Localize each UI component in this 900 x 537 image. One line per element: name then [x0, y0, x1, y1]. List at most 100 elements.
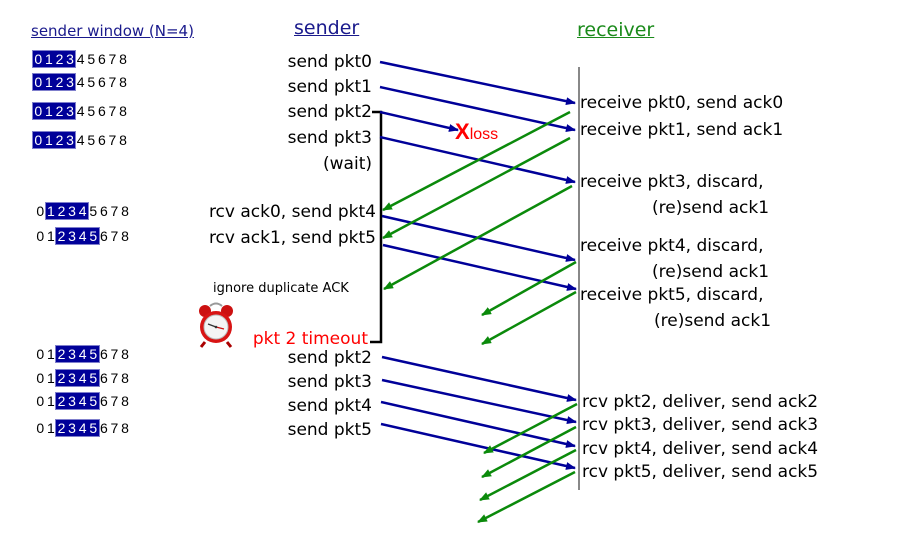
sequence-number: 7: [108, 74, 117, 90]
receiver-event: receive pkt5, discard,: [580, 285, 764, 305]
sequence-number: 8: [119, 103, 127, 119]
sequence-number: 5: [89, 203, 98, 219]
sequence-number: 2: [57, 346, 66, 362]
ignore-duplicate-ack-note: ignore duplicate ACK: [213, 281, 349, 296]
sequence-number: 1: [46, 203, 55, 219]
sequence-number: 4: [78, 228, 87, 244]
sequence-number: 4: [76, 132, 85, 148]
sequence-number: 6: [99, 370, 108, 386]
packet-arrow-pkt3-resend: [381, 378, 577, 425]
ack-arrow-ack1-dup: [481, 260, 577, 317]
packet-arrow-pkt5-resend: [380, 422, 576, 470]
sequence-number: 3: [68, 346, 76, 362]
ack-arrow-ack4: [479, 448, 577, 502]
sequence-number: 4: [78, 420, 87, 436]
loss-label: loss: [469, 126, 499, 143]
receiver-event: receive pkt1, send ack1: [580, 120, 784, 140]
sequence-number: 0: [34, 132, 43, 148]
receiver-title: receiver: [577, 19, 655, 41]
sequence-number: 3: [68, 420, 76, 436]
sequence-number: 2: [57, 203, 66, 219]
packet-arrow-pkt0: [379, 60, 576, 106]
sequence-number: 5: [89, 370, 98, 386]
sequence-number: 1: [44, 74, 53, 90]
sequence-number: 5: [87, 103, 96, 119]
sequence-number: 8: [121, 370, 129, 386]
sequence-number: 5: [87, 74, 96, 90]
sequence-number: 8: [119, 132, 127, 148]
sequence-number: 7: [108, 51, 117, 67]
sequence-number: 8: [121, 346, 129, 362]
receiver-event-cont: (re)send ack1: [652, 262, 770, 282]
alarm-clock-icon: [196, 302, 236, 348]
loss-marker: Xloss: [455, 119, 498, 145]
sequence-number: 0: [36, 420, 45, 436]
sequence-number: 3: [66, 74, 74, 90]
receiver-event-cont: (re)send ack1: [654, 311, 772, 331]
sender-event: send pkt3: [287, 128, 372, 148]
sequence-number: 8: [121, 228, 129, 244]
sequence-number: 4: [76, 103, 85, 119]
sequence-number: 1: [46, 420, 55, 436]
packet-arrow-pkt4-resend: [380, 400, 576, 448]
sequence-number: 6: [97, 132, 106, 148]
sequence-number: 4: [78, 393, 87, 409]
sequence-number: 7: [110, 203, 119, 219]
ack-arrow-ack3: [481, 425, 577, 479]
ack-arrow-ack5: [477, 470, 576, 524]
sequence-number: 7: [108, 103, 117, 119]
ack-arrow-ack1-dup: [383, 184, 573, 291]
sequence-number: 1: [44, 51, 53, 67]
sequence-number: 8: [119, 74, 127, 90]
sequence-number: 2: [55, 132, 64, 148]
receiver-event: receive pkt4, discard,: [580, 236, 764, 256]
sequence-number: 3: [66, 51, 74, 67]
sequence-number: 3: [68, 370, 76, 386]
sequence-number: 4: [78, 203, 87, 219]
sequence-number: 7: [110, 346, 119, 362]
sender-window-title: sender window (N=4): [31, 22, 194, 40]
sender-event: send pkt4: [287, 396, 372, 416]
sequence-number: 3: [68, 393, 76, 409]
sequence-number: 7: [110, 370, 119, 386]
packet-arrow-pkt1: [379, 85, 576, 132]
sequence-number: 3: [66, 103, 74, 119]
sequence-number: 7: [110, 228, 119, 244]
sequence-number: 5: [87, 51, 96, 67]
sequence-number: 8: [119, 51, 127, 67]
sequence-number: 6: [99, 393, 108, 409]
sequence-number: 4: [78, 370, 87, 386]
sequence-number: 0: [36, 393, 45, 409]
receiver-event: rcv pkt5, deliver, send ack5: [582, 462, 819, 482]
receiver-event: receive pkt0, send ack0: [580, 93, 784, 113]
sequence-number: 5: [87, 132, 96, 148]
sequence-number: 6: [97, 74, 106, 90]
sequence-number: 2: [57, 420, 66, 436]
sequence-number: 4: [76, 51, 85, 67]
sequence-number: 0: [36, 203, 45, 219]
sender-event: send pkt1: [287, 77, 372, 97]
sequence-number: 0: [36, 228, 45, 244]
sequence-number: 7: [110, 393, 119, 409]
sequence-number: 8: [121, 393, 129, 409]
sequence-number: 1: [44, 103, 53, 119]
sequence-number: 0: [34, 103, 43, 119]
sequence-number: 0: [34, 51, 43, 67]
ack-arrow-ack1-dup: [481, 290, 577, 346]
sequence-number: 3: [68, 203, 76, 219]
sequence-number: 0: [36, 346, 45, 362]
sequence-number: 2: [55, 74, 64, 90]
packet-arrow-pkt2-resend: [381, 355, 577, 402]
sequence-number: 2: [55, 51, 64, 67]
sequence-number: 6: [97, 51, 106, 67]
receiver-event: rcv pkt2, deliver, send ack2: [582, 392, 819, 412]
